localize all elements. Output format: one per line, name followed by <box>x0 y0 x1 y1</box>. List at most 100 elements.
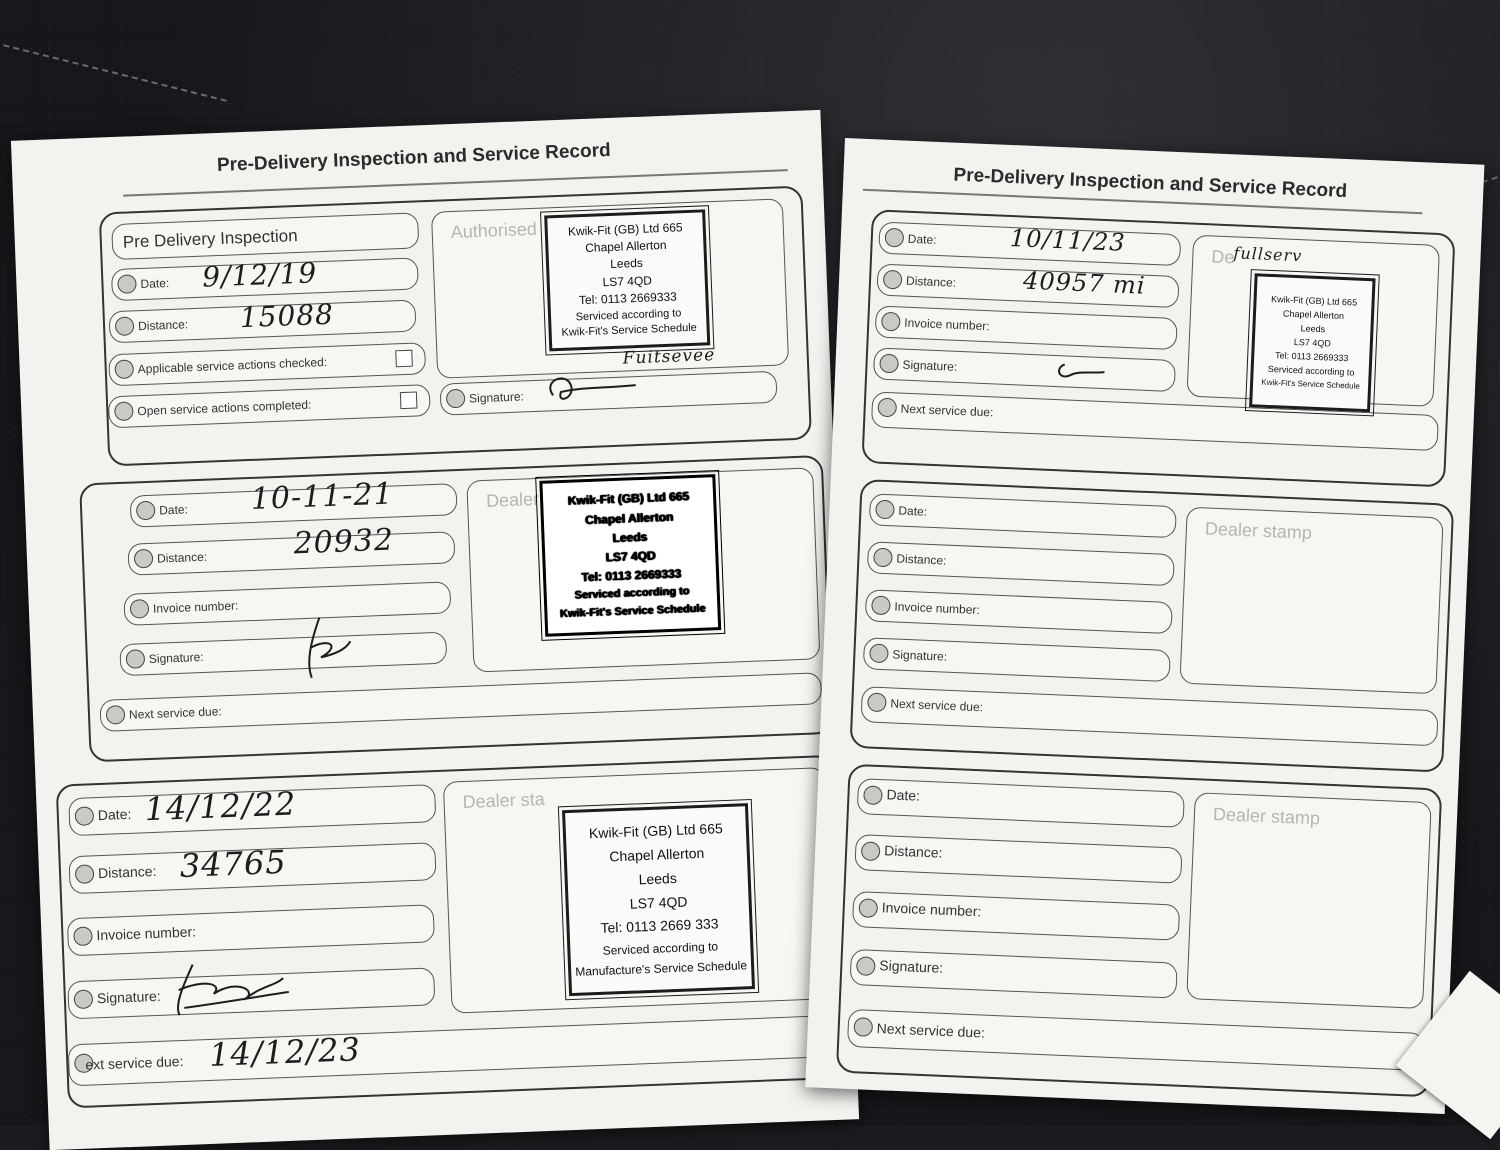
signature-field: Signature: <box>872 347 1176 393</box>
distance-value: 20932 <box>292 522 395 562</box>
invoice-label: Invoice number: <box>96 923 197 944</box>
date-value: 14/12/22 <box>143 784 298 829</box>
signature-note: Fuitsevee <box>622 345 716 369</box>
date-field: Date: 10-11-21 <box>129 477 458 528</box>
bullet-icon <box>877 397 898 418</box>
date-field: Date: <box>856 778 1185 828</box>
bullet-icon <box>73 989 94 1010</box>
bullet-icon <box>114 316 135 337</box>
service-section-5: Date: Distance: Invoice number: Signatur… <box>849 478 1455 773</box>
date-label: Date: <box>158 502 189 518</box>
signature-field: Signature: <box>849 948 1178 999</box>
bullet-icon <box>133 548 154 569</box>
signature-label: Signature: <box>879 957 944 976</box>
invoice-field: Invoice number: <box>874 305 1178 351</box>
bullet-icon <box>74 806 95 826</box>
next-service-label: ext service due: <box>85 1052 184 1073</box>
date-field: Date: 14/12/22 <box>68 784 437 837</box>
bullet-icon <box>125 649 146 669</box>
open-label: Open service actions completed: <box>137 397 312 419</box>
date-label: Date: <box>898 503 928 519</box>
next-service-field: Next service due: <box>860 686 1439 747</box>
invoice-field: Invoice number: <box>851 891 1181 941</box>
pdi-applicable-field: Applicable service actions checked: <box>108 342 427 387</box>
service-section-3: Date: 14/12/22 Distance: 34765 Invoice n… <box>55 754 847 1109</box>
next-service-value: 14/12/23 <box>208 1030 362 1074</box>
distance-value: 34765 <box>179 842 288 885</box>
pdi-open-field: Open service actions completed: <box>107 384 431 429</box>
bullet-icon <box>855 956 876 976</box>
bullet-icon <box>867 692 887 713</box>
bullet-icon <box>882 269 903 290</box>
invoice-label: Invoice number: <box>904 315 990 334</box>
date-value: 10/11/23 <box>1009 224 1127 257</box>
next-service-label: Next service due: <box>890 696 984 715</box>
invoice-label: Invoice number: <box>152 598 239 616</box>
dealer-stamp-box: Dealer stamp <box>1179 506 1444 695</box>
dealer-note: fullserv <box>1233 243 1303 266</box>
dealer-stamp-label: Dealer stamp <box>1204 518 1313 543</box>
invoice-field: Invoice number: <box>864 589 1173 635</box>
signature-label: Signature: <box>468 389 525 406</box>
distance-value: 40957 mi <box>1022 266 1147 300</box>
bullet-icon <box>875 499 895 520</box>
pdi-signature-field: Signature: <box>439 370 778 416</box>
bullet-icon <box>880 311 901 332</box>
bullet-icon <box>129 598 150 619</box>
next-service-field: Next service due: <box>846 1008 1426 1072</box>
date-label: Date: <box>97 805 132 824</box>
signature-field: Signature: <box>119 617 448 679</box>
pdi-heading-field: Pre Delivery Inspection <box>111 212 420 261</box>
dealer-stamp-box: Dealer stamp <box>1186 792 1432 1009</box>
date-label: Date: <box>886 786 921 804</box>
distance-field: Distance: <box>866 541 1175 587</box>
signature-label: Signature: <box>148 649 204 666</box>
service-book-left-page: Pre-Delivery Inspection and Service Reco… <box>10 109 860 1150</box>
service-section-4: Date: 10/11/23 Distance: 40957 mi Invoic… <box>861 209 1456 488</box>
pdi-distance-value: 15088 <box>239 297 335 335</box>
dealer-stamp-label: Dealer sta <box>462 788 545 813</box>
service-book-right-page: Pre-Delivery Inspection and Service Reco… <box>805 138 1485 1114</box>
distance-field: Distance: 40957 mi <box>876 263 1180 309</box>
bullet-icon <box>871 595 891 616</box>
bullet-icon <box>135 500 156 521</box>
bullet-icon <box>873 547 893 568</box>
distance-field: Distance: 34765 <box>68 842 437 895</box>
distance-label: Distance: <box>905 273 957 290</box>
bullet-icon <box>114 401 134 422</box>
distance-label: Distance: <box>896 551 947 568</box>
signature-label: Signature: <box>96 987 161 1007</box>
date-label: Date: <box>907 231 937 247</box>
applicable-checkbox[interactable] <box>395 349 413 368</box>
pdi-distance-field: Distance: 15088 <box>108 297 417 344</box>
signature-label: Signature: <box>902 357 958 374</box>
distance-field: Distance: 20932 <box>127 523 456 576</box>
pdi-date-field: Date: 9/12/19 <box>110 256 419 302</box>
next-service-label: Next service due: <box>900 401 994 420</box>
bullet-icon <box>117 274 137 294</box>
bullet-icon <box>869 643 889 664</box>
bullet-icon <box>858 898 879 919</box>
bullet-icon <box>74 864 95 884</box>
invoice-label: Invoice number: <box>894 599 981 618</box>
pdi-date-value: 9/12/19 <box>201 256 318 294</box>
bullet-icon <box>445 388 466 409</box>
next-service-field: Next service due: <box>99 672 823 732</box>
distance-label: Distance: <box>137 317 189 334</box>
invoice-label: Invoice number: <box>881 899 982 920</box>
bullet-icon <box>73 926 93 947</box>
signature-scribble <box>1058 363 1105 378</box>
bullet-icon <box>853 1017 874 1037</box>
distance-label: Distance: <box>883 842 943 861</box>
date-field: Date: 10/11/23 <box>878 221 1182 267</box>
dealer-stamp-label: De <box>1210 246 1235 268</box>
distance-label: Distance: <box>156 549 208 566</box>
service-section-6: Date: Distance: Invoice number: Signatur… <box>835 763 1443 1098</box>
next-service-label: Next service due: <box>128 704 222 722</box>
signature-label: Signature: <box>892 647 948 664</box>
open-checkbox[interactable] <box>399 391 418 410</box>
